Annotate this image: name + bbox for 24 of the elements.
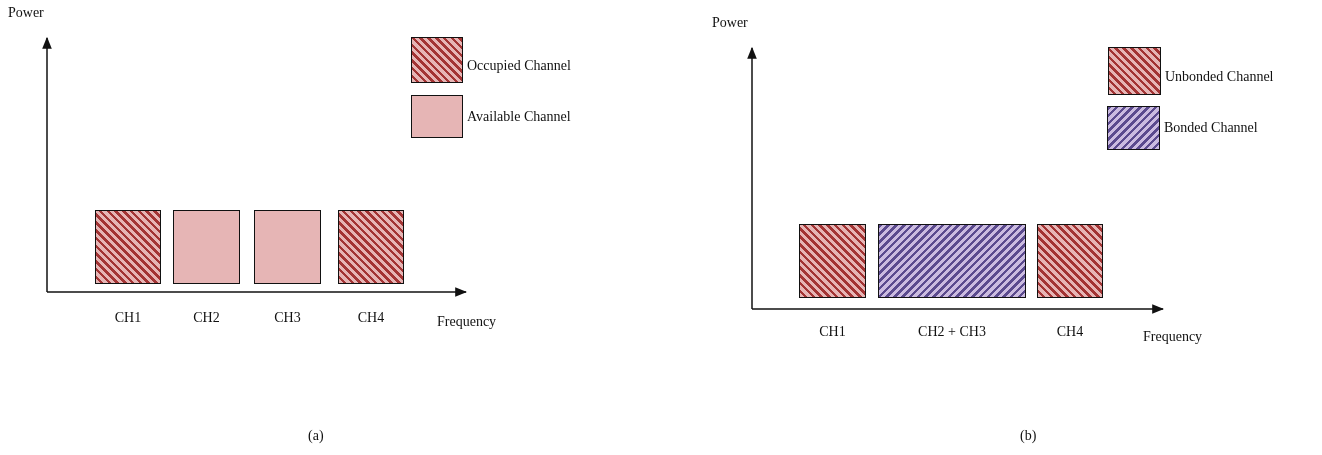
axis-label: Power: [712, 15, 748, 31]
channel-label: CH2 + CH3: [918, 324, 986, 340]
channel-block: [1037, 224, 1103, 298]
panel-label: (a): [308, 428, 324, 444]
axis-label: Power: [8, 5, 44, 21]
channel-label: CH2: [193, 310, 220, 326]
channel-label: CH3: [274, 310, 301, 326]
axis-label: Frequency: [437, 314, 497, 330]
legend-label: Unbonded Channel: [1165, 69, 1274, 85]
channel-block: [173, 210, 240, 284]
panel-label: (b): [1020, 428, 1037, 444]
channel-label: CH4: [357, 310, 385, 326]
channel-label: CH4: [1056, 324, 1084, 340]
channel-label: CH1: [819, 324, 846, 340]
legend-label: Occupied Channel: [467, 58, 571, 74]
channel-block: [95, 210, 161, 284]
channel-block: [878, 224, 1026, 298]
channel-block: [338, 210, 404, 284]
channel-block: [799, 224, 866, 298]
channel-label: CH1: [114, 310, 142, 326]
legend-label: Available Channel: [467, 108, 571, 125]
legend-label: Bonded Channel: [1164, 120, 1258, 136]
channel-block: [254, 210, 321, 284]
axis-label: Frequency: [1143, 329, 1203, 345]
